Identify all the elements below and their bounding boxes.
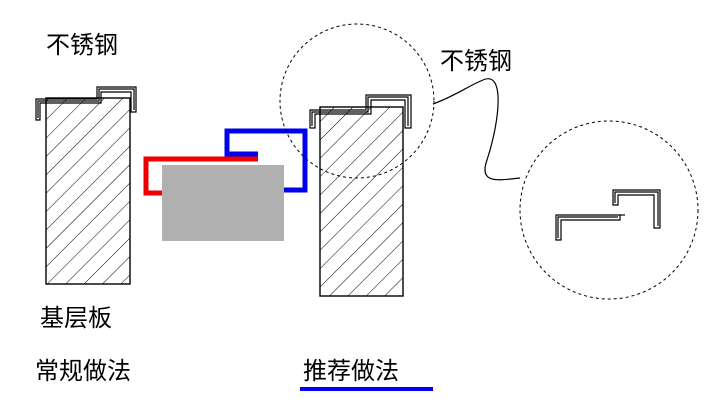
label-method-conventional: 常规做法: [35, 357, 131, 385]
left-base-board: [45, 97, 131, 285]
leader-curve: [432, 78, 521, 181]
right-base-board: [319, 106, 404, 297]
red-trim: [143, 156, 258, 196]
enlarged-stainless-profile: [555, 189, 661, 241]
gray-block: [162, 165, 284, 241]
detail-circle-large: [519, 120, 699, 300]
label-stainless-right: 不锈钢: [440, 47, 512, 75]
blue-trim: [224, 128, 308, 193]
right-stainless-trim: [309, 94, 412, 129]
detail-circle-small: [279, 23, 435, 179]
label-stainless-left: 不锈钢: [46, 31, 118, 59]
label-base-board: 基层板: [40, 304, 112, 332]
recommended-underline: [300, 387, 433, 391]
left-stainless-trim: [35, 86, 137, 121]
label-method-recommended: 推荐做法: [303, 357, 399, 385]
